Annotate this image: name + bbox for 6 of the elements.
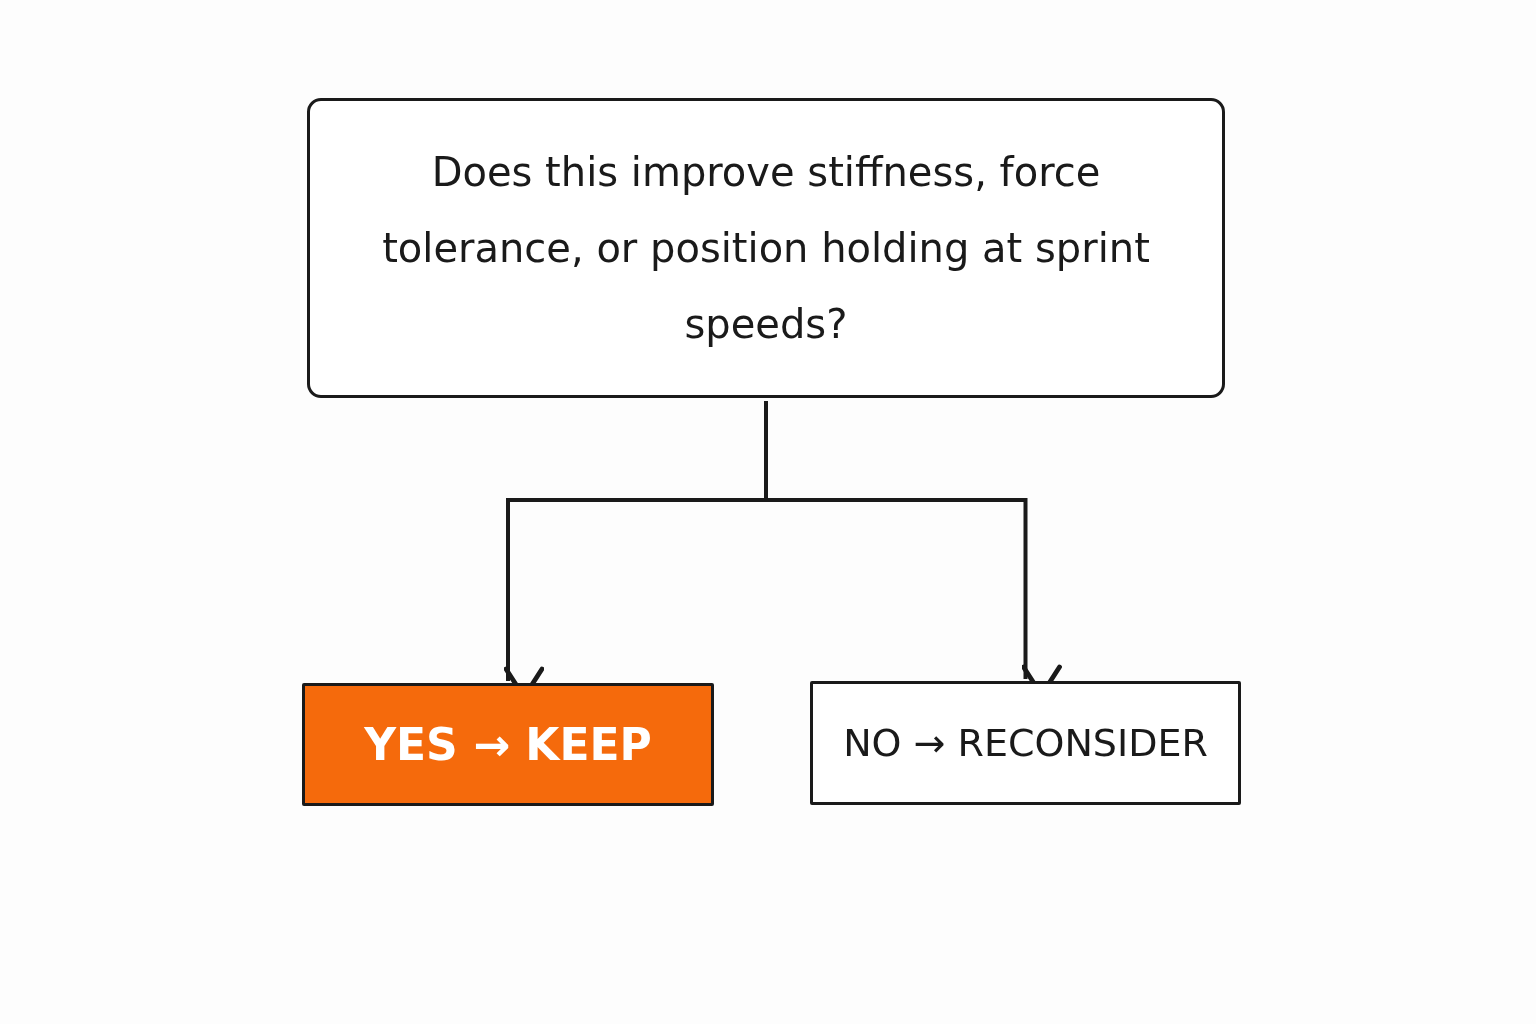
outcome-label: YES → KEEP <box>364 717 652 772</box>
question-text: Does this improve stiffness, force tolerance, or position holding at sprint speeds? <box>381 148 1151 349</box>
outcome-box <box>810 681 1241 805</box>
outcome-label: NO → RECONSIDER <box>843 719 1208 767</box>
outcome-box <box>302 683 714 806</box>
question-box <box>307 98 1225 398</box>
